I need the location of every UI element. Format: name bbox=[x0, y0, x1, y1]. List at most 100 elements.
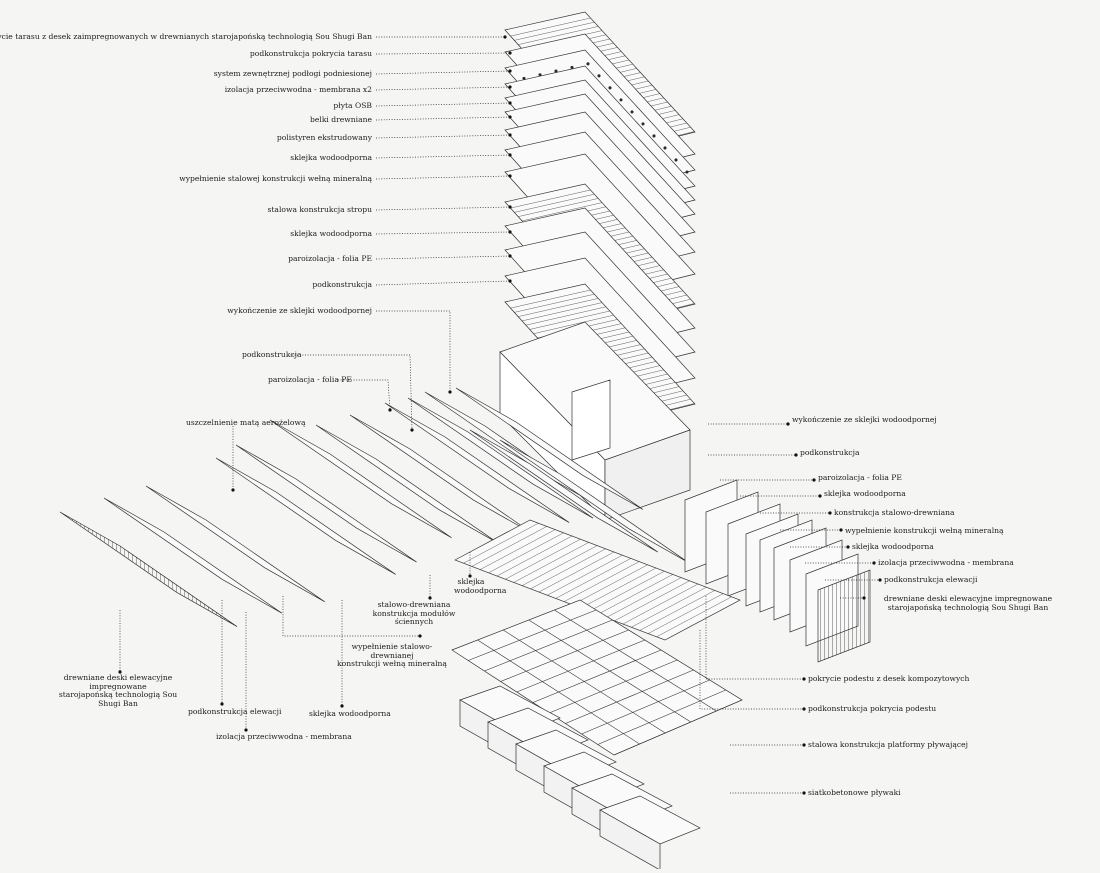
label-right-deski: drewniane deski elewacyjne impregnowane … bbox=[883, 594, 1053, 612]
label-right-sklejka2: sklejka wodoodporna bbox=[852, 542, 934, 551]
roof-layer-slat bbox=[518, 298, 599, 317]
module-wall-side bbox=[604, 429, 691, 521]
leader-dot-31 bbox=[802, 791, 806, 795]
label-roof-10: stalowa konstrukcja stropu bbox=[267, 205, 372, 214]
label-left-podkonstrukcja: podkonstrukcja bbox=[242, 350, 302, 359]
deck-board bbox=[555, 558, 631, 599]
leader-dot-36 bbox=[418, 634, 422, 638]
deck-board bbox=[547, 555, 623, 596]
deck-board bbox=[538, 551, 615, 593]
support-pedestal bbox=[570, 65, 574, 70]
roof-layer-slat bbox=[510, 17, 591, 37]
roof-layer-slat bbox=[510, 189, 591, 209]
deck-board bbox=[463, 523, 539, 564]
left-wall-panel-12 bbox=[455, 387, 644, 510]
leader-line-8 bbox=[375, 154, 511, 159]
deck-board bbox=[471, 526, 547, 567]
leader-dot-3 bbox=[508, 69, 512, 73]
support-pedestal bbox=[586, 62, 590, 66]
leader-line-13 bbox=[375, 280, 511, 286]
left-wall-panel-2 bbox=[103, 497, 283, 614]
leader-dot-17 bbox=[231, 488, 235, 492]
label-left-paroizolacja: paroizolacja - folia PE bbox=[268, 375, 352, 384]
frame-beam bbox=[581, 679, 710, 735]
right-wall-panel-9 bbox=[817, 569, 871, 663]
frame-beam bbox=[597, 689, 726, 745]
leader-dot-6 bbox=[508, 115, 512, 119]
left-wall-panel-13 bbox=[469, 429, 658, 553]
deck-board bbox=[597, 574, 673, 615]
frame-beam bbox=[528, 619, 691, 723]
deck-board bbox=[564, 561, 640, 602]
deck-board bbox=[648, 593, 724, 634]
leader-dots bbox=[118, 35, 882, 795]
left-wall-panel-5 bbox=[235, 444, 417, 563]
roof-layer-slat bbox=[533, 315, 614, 334]
leader-line-29 bbox=[699, 630, 804, 710]
support-pedestal bbox=[630, 110, 634, 114]
leader-dot-28 bbox=[802, 677, 806, 681]
left-wall-panel-7 bbox=[315, 424, 499, 544]
leader-lines bbox=[119, 36, 880, 794]
support-pedestal bbox=[685, 170, 689, 174]
frame-beam bbox=[532, 649, 662, 703]
label-right-izolacja: izolacja przeciwwodna - membrana bbox=[878, 558, 1014, 567]
leader-dot-7 bbox=[508, 133, 512, 137]
label-roof-4: izolacja przeciwwodna - membrana x2 bbox=[224, 85, 372, 94]
deck-board bbox=[488, 532, 564, 573]
leader-line-9 bbox=[375, 175, 511, 180]
label-left-stalowo: stalowo-drewniana konstrukcja modułów śc… bbox=[372, 600, 456, 627]
leader-dot-8 bbox=[508, 153, 512, 157]
leader-line-5 bbox=[375, 102, 511, 107]
leader-dot-23 bbox=[839, 528, 843, 532]
leader-dot-32 bbox=[118, 670, 122, 674]
deck-board bbox=[639, 590, 715, 631]
label-roof-14: wykończenie ze sklejki wodoodpornej bbox=[227, 306, 372, 315]
leader-dot-29 bbox=[802, 707, 806, 711]
deck-board bbox=[496, 535, 573, 577]
leader-line-36 bbox=[282, 596, 420, 637]
label-roof-8: sklejka wodoodporna bbox=[290, 153, 372, 162]
leader-dot-35 bbox=[340, 704, 344, 708]
leader-dot-2 bbox=[508, 51, 512, 55]
deck-board bbox=[580, 567, 657, 609]
frame-beam bbox=[565, 669, 694, 724]
frame-beam bbox=[484, 619, 613, 672]
label-roof-2: podkonstrukcja pokrycia tarasu bbox=[249, 49, 372, 58]
leader-line-4 bbox=[375, 86, 511, 91]
label-right-wypelnienie: wypełnienie konstrukcji wełną mineralną bbox=[845, 526, 1004, 535]
leader-dot-19 bbox=[794, 453, 798, 457]
label-right-wykonczenie: wykończenie ze sklejki wodoodpornej bbox=[792, 415, 937, 424]
label-roof-12: paroizolacja - folia PE bbox=[288, 254, 372, 263]
label-base-stalowa: stalowa konstrukcja platformy pływającej bbox=[808, 740, 969, 749]
leader-dot-4 bbox=[508, 85, 512, 89]
deck-board bbox=[530, 548, 606, 589]
deck-board bbox=[480, 529, 556, 570]
leader-line-7 bbox=[375, 134, 511, 139]
frame-beam bbox=[516, 639, 645, 693]
leader-dot-16 bbox=[388, 408, 392, 412]
support-pedestal bbox=[674, 158, 678, 162]
leader-line-16 bbox=[338, 379, 391, 411]
deck-board bbox=[522, 545, 598, 586]
label-left-sklejka: sklejka wodoodporna bbox=[454, 577, 507, 595]
module-partition bbox=[571, 379, 611, 461]
leader-dot-5 bbox=[508, 101, 512, 105]
label-roof-3: system zewnętrznej podłogi podniesionej bbox=[213, 69, 372, 78]
leader-line-14 bbox=[376, 310, 451, 392]
deck-board bbox=[589, 571, 665, 612]
support-pedestal bbox=[663, 146, 667, 150]
label-left-deski: drewniane deski elewacyjne impregnowane … bbox=[58, 673, 178, 709]
leader-dot-22 bbox=[828, 511, 832, 515]
support-pedestal bbox=[619, 98, 623, 102]
leader-line-11 bbox=[375, 231, 511, 235]
label-base-podkonstrukcja: podkonstrukcja pokrycia podestu bbox=[808, 704, 937, 713]
roof-layer-slat bbox=[518, 198, 599, 217]
leader-dot-9 bbox=[508, 174, 512, 178]
leader-line-3 bbox=[375, 70, 511, 75]
left-wall-panel-9 bbox=[384, 402, 570, 523]
leader-dot-26 bbox=[878, 578, 882, 582]
left-wall-panel-4 bbox=[215, 457, 396, 575]
leader-dot-33 bbox=[220, 702, 224, 706]
leader-dot-37 bbox=[428, 596, 432, 600]
